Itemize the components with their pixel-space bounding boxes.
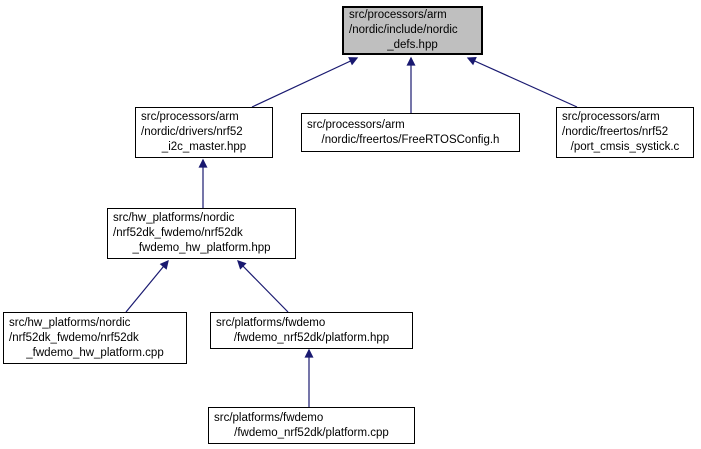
node-label-line: /nordic/freertos/FreeRTOSConfig.h [321,133,500,146]
node-label-line: /nrf52dk_fwdemo/nrf52dk [9,331,139,344]
node-label-line: src/hw_platforms/nordic [9,316,131,329]
edge-platform-hpp-to-hw-platform-hpp-arrow [237,260,289,313]
node-label-line: _defs.hpp [387,39,438,51]
node-label-line: /nordic/drivers/nrf52 [141,126,243,138]
node-label-line: src/processors/arm [562,111,660,123]
node-port-cmsis-systick-c[interactable]: src/processors/arm /nordic/freertos/nrf5… [556,107,694,158]
node-fwdemo-hw-platform-hpp[interactable]: src/hw_platforms/nordic /nrf52dk_fwdemo/… [107,208,296,259]
node-label-line: /fwdemo_nrf52dk/platform.hpp [233,331,390,344]
node-label-line: /nordic/include/nordic [349,24,458,36]
node-label-line: _fwdemo_hw_platform.hpp [132,242,271,254]
node-nordic-defs-hpp: src/processors/arm /nordic/include/nordi… [342,6,483,55]
edge-port-cmsis-to-nordic-defs-arrow [466,57,578,108]
node-label-line: src/platforms/fwdemo [214,411,324,424]
node-label-line: _i2c_master.hpp [161,141,247,153]
node-nrf52-i2c-master-hpp[interactable]: src/processors/arm /nordic/drivers/nrf52… [135,107,273,158]
node-fwdemo-hw-platform-cpp[interactable]: src/hw_platforms/nordic /nrf52dk_fwdemo/… [3,312,187,364]
edge-hw-platform-cpp-to-hw-platform-hpp-arrow [125,259,169,313]
node-label-line: src/processors/arm [141,111,239,123]
node-label-line: src/processors/arm [307,118,405,131]
node-label-line: src/hw_platforms/nordic [113,212,235,224]
node-label-line: /fwdemo_nrf52dk/platform.cpp [234,426,389,439]
node-label-line: _fwdemo_hw_platform.cpp [26,346,164,359]
node-platform-hpp[interactable]: src/platforms/fwdemo /fwdemo_nrf52dk/pla… [210,312,413,349]
node-label-line: /port_cmsis_systick.c [570,141,680,153]
edge-i2c-master-to-nordic-defs-arrow [251,57,359,108]
node-label-line: /nrf52dk_fwdemo/nrf52dk [113,227,243,239]
node-platform-cpp[interactable]: src/platforms/fwdemo /fwdemo_nrf52dk/pla… [208,407,415,444]
node-label-line: src/platforms/fwdemo [216,316,326,329]
node-freertosconfig-h[interactable]: src/processors/arm /nordic/freertos/Free… [301,113,520,152]
node-label-line: src/processors/arm [349,9,447,21]
node-label-line: /nordic/freertos/nrf52 [562,126,669,138]
